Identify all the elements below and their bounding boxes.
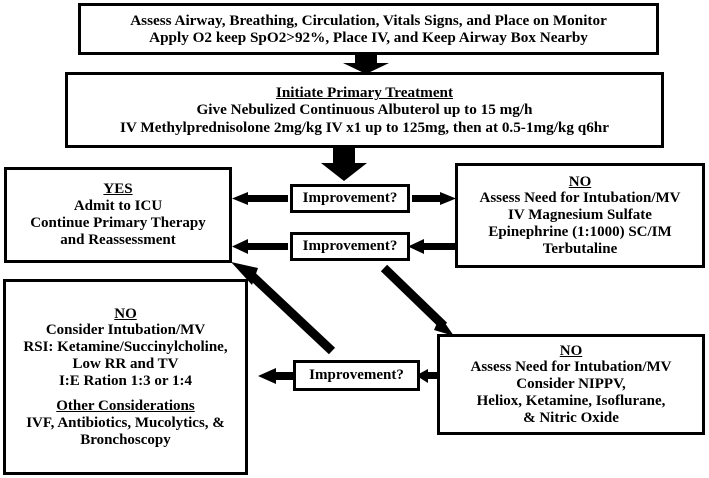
no-lower-right-line-3: Consider NIPPV,: [516, 376, 626, 393]
no-upper-line-2: Assess Need for Intubation/MV: [479, 190, 681, 207]
no-lower-left-line-5: I:E Ration 1:3 or 1:4: [58, 372, 193, 389]
improvement-decision-3: Improvement?: [293, 360, 420, 391]
initiate-heading: Initiate Primary Treatment: [275, 84, 454, 102]
initiate-line-2: Give Nebulized Continuous Albuterol up t…: [196, 101, 533, 119]
assess-line-1: Assess Airway, Breathing, Circulation, V…: [130, 11, 607, 29]
yes-admit-icu-box: YES Admit to ICU Continue Primary Therap…: [4, 167, 232, 263]
arrow-improvement-3-to-no-lower-left: [258, 368, 298, 384]
no-lower-right-line-4: Heliox, Ketamine, Isoflurane,: [476, 392, 666, 409]
arrow-improvement-1-to-yes: [232, 192, 288, 205]
no-lower-right-line-5: & Nitric Oxide: [523, 409, 619, 426]
arrow-no-upper-to-improvement-2: [408, 239, 456, 254]
no-upper-line-3: IV Magnesium Sulfate: [508, 207, 652, 224]
initiate-primary-treatment-box: Initiate Primary Treatment Give Nebulize…: [65, 72, 664, 148]
improvement-1-label: Improvement?: [302, 190, 398, 207]
no-lower-left-line-8: IVF, Antibiotics, Mucolytics, &: [26, 414, 225, 431]
no-consider-intubation-box: NO Consider Intubation/MV RSI: Ketamine/…: [3, 279, 248, 475]
improvement-decision-2: Improvement?: [290, 232, 410, 261]
no-assess-intubation-upper-box: NO Assess Need for Intubation/MV IV Magn…: [455, 163, 705, 268]
other-considerations-heading: Other Considerations: [56, 397, 195, 414]
arrow-improvement-1-to-no-upper: [412, 192, 456, 205]
no-lower-left-heading: NO: [114, 305, 137, 322]
improvement-2-label: Improvement?: [302, 238, 398, 255]
no-lower-left-line-3: RSI: Ketamine/Succinylcholine,: [23, 339, 228, 356]
no-lower-right-line-2: Assess Need for Intubation/MV: [470, 359, 672, 376]
arrow-improvement-2-to-no-lower-right: [380, 264, 454, 336]
no-lower-left-line-9: Bronchoscopy: [80, 431, 171, 448]
arrow-improvement-2-to-yes: [232, 239, 288, 254]
no-upper-line-5: Terbutaline: [542, 240, 618, 257]
yes-line-2: Admit to ICU: [73, 198, 163, 215]
initiate-line-3: IV Methylprednisolone 2mg/kg IV x1 up to…: [119, 118, 609, 136]
yes-line-4: and Reassessment: [60, 231, 176, 248]
yes-line-3: Continue Primary Therapy: [30, 215, 206, 231]
no-upper-line-4: Epinephrine (1:1000) SC/IM: [488, 223, 672, 240]
no-upper-heading: NO: [568, 173, 592, 190]
no-lower-right-heading: NO: [559, 342, 583, 359]
no-lower-left-line-4: Low RR and TV: [72, 356, 179, 373]
improvement-3-label: Improvement?: [309, 367, 404, 384]
yes-heading: YES: [103, 181, 133, 198]
no-lower-left-line-2: Consider Intubation/MV: [45, 322, 206, 339]
arrow-initiate-to-improvement-1: [321, 148, 367, 181]
no-assess-intubation-lower-box: NO Assess Need for Intubation/MV Conside…: [437, 334, 705, 435]
improvement-decision-1: Improvement?: [290, 184, 410, 213]
assess-line-2: Apply O2 keep SpO2>92%, Place IV, and Ke…: [149, 29, 588, 46]
assess-airway-box: Assess Airway, Breathing, Circulation, V…: [78, 3, 659, 55]
